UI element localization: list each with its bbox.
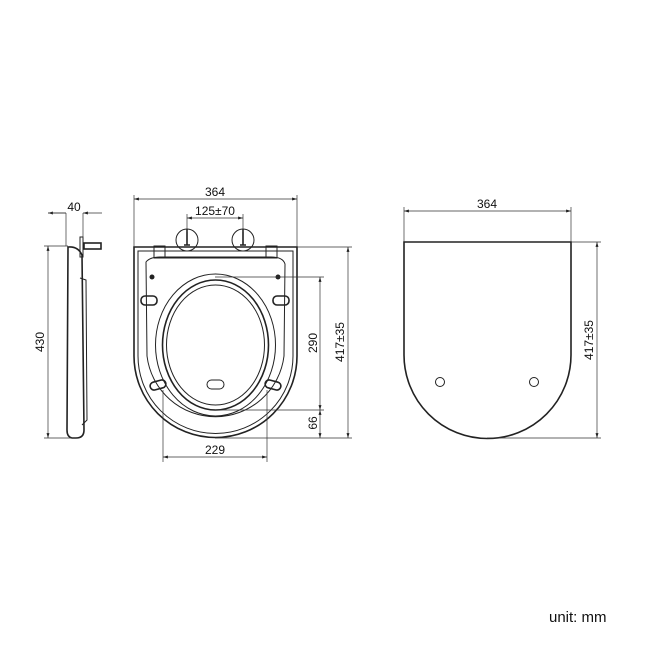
dim-side-height: 430 <box>33 332 47 352</box>
side-view: 40 430 <box>33 200 102 439</box>
dim-side-depth: 40 <box>67 200 81 214</box>
dim-front-bottom-offset: 66 <box>306 416 320 430</box>
dim-top-width: 364 <box>477 197 497 211</box>
front-view: 364 125±70 290 66 417±35 229 <box>133 185 352 462</box>
dim-top-length: 417±35 <box>582 320 596 360</box>
dim-front-inner-width: 229 <box>205 443 225 457</box>
unit-label: unit: mm <box>549 609 607 626</box>
dim-front-width: 364 <box>205 185 225 199</box>
dim-hinge-spacing: 125±70 <box>195 204 235 218</box>
dim-front-inner-length: 290 <box>306 333 320 353</box>
top-view: 364 417±35 <box>403 197 601 440</box>
dim-front-length: 417±35 <box>333 322 347 362</box>
